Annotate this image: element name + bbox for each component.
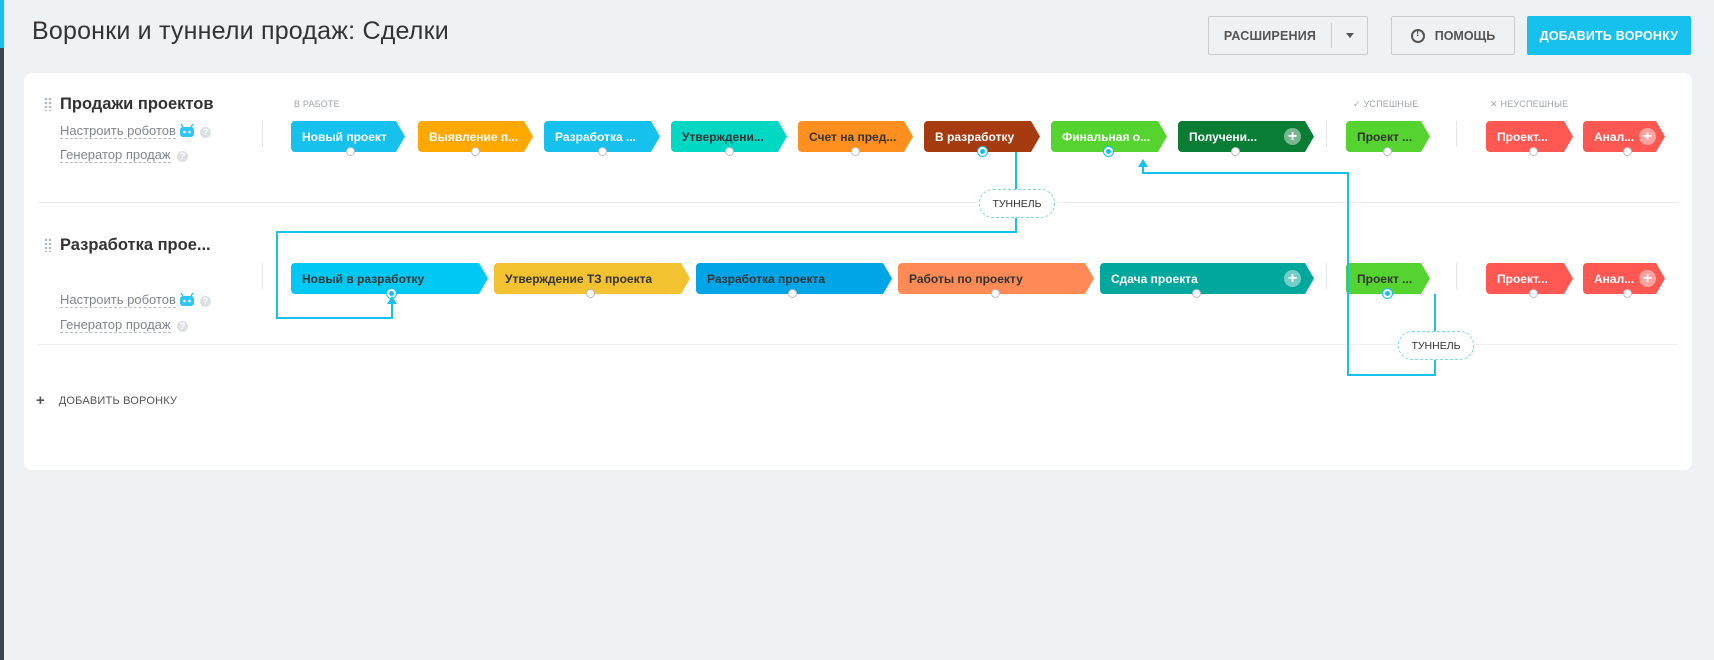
stage[interactable]: Финальная о...: [1051, 121, 1167, 152]
divider: [1456, 263, 1457, 289]
configure-robots-link[interactable]: Настроить роботов: [60, 292, 176, 308]
extensions-button[interactable]: РАСШИРЕНИЯ: [1208, 16, 1368, 55]
help-button[interactable]: ПОМОЩЬ: [1391, 16, 1515, 55]
plus-icon[interactable]: +: [1284, 128, 1301, 145]
group-fail-text: НЕУСПЕШНЫЕ: [1500, 99, 1569, 109]
group-label-success: ✓ УСПЕШНЫЕ: [1353, 99, 1418, 110]
stage[interactable]: Разработка проекта: [696, 263, 892, 294]
help-label: ПОМОЩЬ: [1434, 28, 1496, 43]
tunnel-line: [276, 152, 1017, 319]
stage[interactable]: В разработку: [924, 121, 1040, 152]
stage-connector-dot[interactable]: [788, 289, 797, 298]
stage-connector-dot[interactable]: [1623, 147, 1632, 156]
chevron-down-icon: [1345, 33, 1354, 38]
stage-fail[interactable]: Анал...+: [1583, 263, 1665, 294]
stage[interactable]: Сдача проекта+: [1100, 263, 1314, 294]
check-icon: ✓: [1353, 99, 1361, 109]
tunnel-line: [1142, 163, 1436, 376]
arrow-up-icon: [1138, 159, 1148, 167]
divider: [262, 121, 263, 147]
stage[interactable]: Счет на пред...: [798, 121, 913, 152]
extensions-divider: [1331, 23, 1332, 48]
extensions-label: РАСШИРЕНИЯ: [1223, 28, 1317, 43]
funnels-card: Продажи проектов Настроить роботов ? Ген…: [24, 73, 1692, 470]
stage-connector-dot-active[interactable]: [1383, 289, 1392, 298]
stage[interactable]: Утверждение ТЗ проекта: [494, 263, 690, 294]
help-icon: [1410, 28, 1425, 43]
divider: [262, 263, 263, 289]
stage-fail[interactable]: Анал...+: [1583, 121, 1665, 152]
stage-success[interactable]: Проект ...: [1346, 121, 1430, 152]
group-success-text: УСПЕШНЫЕ: [1363, 99, 1419, 109]
stage-connector-dot[interactable]: [1529, 147, 1538, 156]
stage-connector-dot[interactable]: [346, 147, 355, 156]
stage-connector-dot[interactable]: [586, 289, 595, 298]
stage-fail[interactable]: Проект...: [1486, 121, 1573, 152]
stage[interactable]: Выявление п...: [418, 121, 533, 152]
group-label-fail: ✕ НЕУСПЕШНЫЕ: [1490, 99, 1568, 110]
stage-connector-dot[interactable]: [1231, 147, 1240, 156]
robot-icon: [180, 293, 194, 306]
left-sidebar-strip: [0, 0, 4, 660]
robot-icon: [180, 124, 194, 137]
stage[interactable]: Новый проект: [291, 121, 405, 152]
stage[interactable]: Работы по проекту: [898, 263, 1094, 294]
question-icon[interactable]: ?: [177, 321, 188, 332]
tunnel-label[interactable]: ТУННЕЛЬ: [1398, 331, 1474, 360]
divider: [1456, 121, 1457, 147]
plus-icon[interactable]: +: [1639, 270, 1656, 287]
stage[interactable]: Получени...+: [1178, 121, 1314, 152]
add-funnel-link[interactable]: + ДОБАВИТЬ ВОРОНКУ: [36, 392, 177, 409]
tunnel-lines: [276, 152, 1436, 376]
stage[interactable]: Утверждени...: [671, 121, 787, 152]
plus-icon[interactable]: +: [1284, 270, 1301, 287]
question-icon[interactable]: ?: [200, 127, 211, 138]
stage-connector-dot[interactable]: [598, 147, 607, 156]
stage-success[interactable]: Проект ...: [1346, 263, 1430, 294]
stage-connector-dot[interactable]: [851, 147, 860, 156]
sales-generator-link[interactable]: Генератор продаж: [60, 147, 171, 163]
stage[interactable]: Новый в разработку: [291, 263, 488, 294]
page-title: Воронки и туннели продаж: Сделки: [32, 17, 449, 45]
add-funnel-link-label: ДОБАВИТЬ ВОРОНКУ: [58, 394, 178, 407]
divider: [1326, 121, 1327, 147]
left-strip-accent: [0, 0, 4, 48]
plus-icon: +: [36, 392, 45, 409]
stage-connector-dot[interactable]: [1623, 289, 1632, 298]
stage-connector-dot[interactable]: [1529, 289, 1538, 298]
drag-handle-icon[interactable]: [44, 97, 52, 111]
question-icon[interactable]: ?: [177, 151, 188, 162]
funnel-name[interactable]: Продажи проектов: [60, 95, 214, 113]
stage-fail[interactable]: Проект...: [1486, 263, 1573, 294]
drag-handle-icon[interactable]: [44, 238, 52, 252]
group-label-in-work: В РАБОТЕ: [294, 99, 340, 109]
stage[interactable]: Разработка ...: [544, 121, 660, 152]
funnel-separator: [38, 344, 1678, 345]
divider: [1326, 263, 1327, 289]
stage-connector-dot[interactable]: [991, 289, 1000, 298]
stage-connector-dot-active[interactable]: [978, 147, 987, 156]
funnel-separator: [38, 202, 1678, 203]
stage-connector-dot[interactable]: [725, 147, 734, 156]
add-funnel-button[interactable]: ДОБАВИТЬ ВОРОНКУ: [1527, 16, 1691, 55]
cross-icon: ✕: [1490, 99, 1498, 109]
extensions-dropdown-toggle[interactable]: [1332, 33, 1367, 38]
stage-connector-dot[interactable]: [1192, 289, 1201, 298]
plus-icon[interactable]: +: [1639, 128, 1656, 145]
funnel-name[interactable]: Разработка прое...: [60, 236, 211, 254]
stage-connector-dot[interactable]: [471, 147, 480, 156]
stage-connector-dot-active[interactable]: [1104, 147, 1113, 156]
configure-robots-link[interactable]: Настроить роботов: [60, 123, 176, 139]
sales-generator-link[interactable]: Генератор продаж: [60, 317, 171, 333]
add-funnel-label: ДОБАВИТЬ ВОРОНКУ: [1539, 28, 1679, 43]
stage-connector-dot[interactable]: [1383, 147, 1392, 156]
tunnel-label[interactable]: ТУННЕЛЬ: [979, 189, 1055, 218]
arrow-up-icon: [387, 296, 397, 304]
question-icon[interactable]: ?: [200, 296, 211, 307]
